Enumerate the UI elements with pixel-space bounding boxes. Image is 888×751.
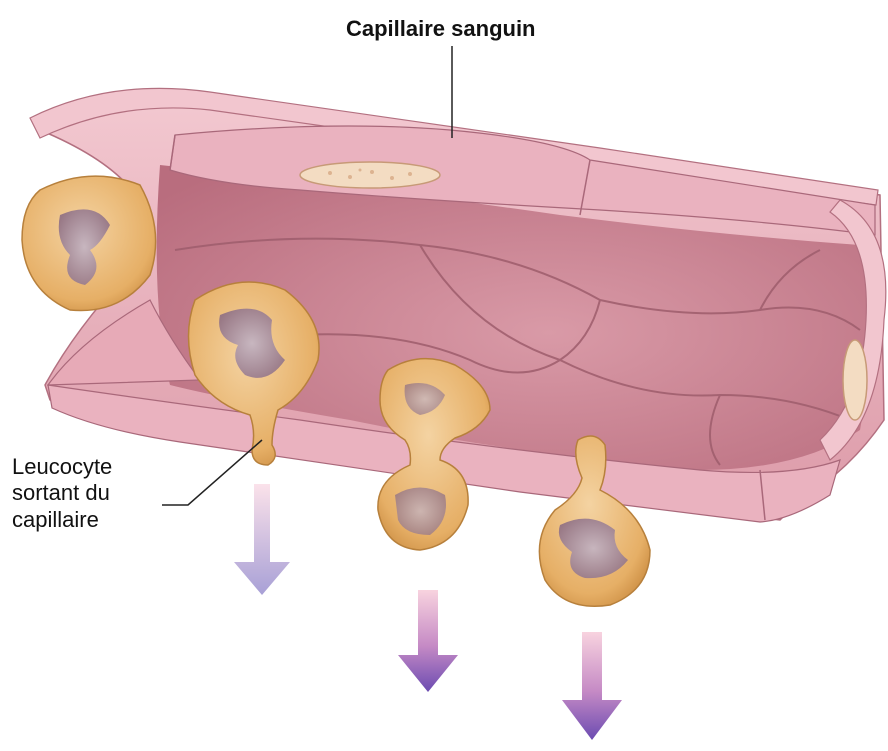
arrow-3 (562, 632, 622, 740)
end-nucleus (843, 340, 867, 420)
endothelial-nucleus (300, 162, 440, 188)
leukocyte-label-line-1: Leucocyte (12, 454, 112, 480)
leukocyte-label: Leucocyte sortant du capillaire (12, 454, 112, 533)
arrow-1 (234, 484, 290, 595)
leukocyte-1 (22, 176, 156, 310)
leukocyte-label-line-3: capillaire (12, 507, 112, 533)
arrow-2 (398, 590, 458, 692)
vessel-label: Capillaire sanguin (346, 16, 536, 42)
leukocyte-label-line-2: sortant du (12, 480, 112, 506)
